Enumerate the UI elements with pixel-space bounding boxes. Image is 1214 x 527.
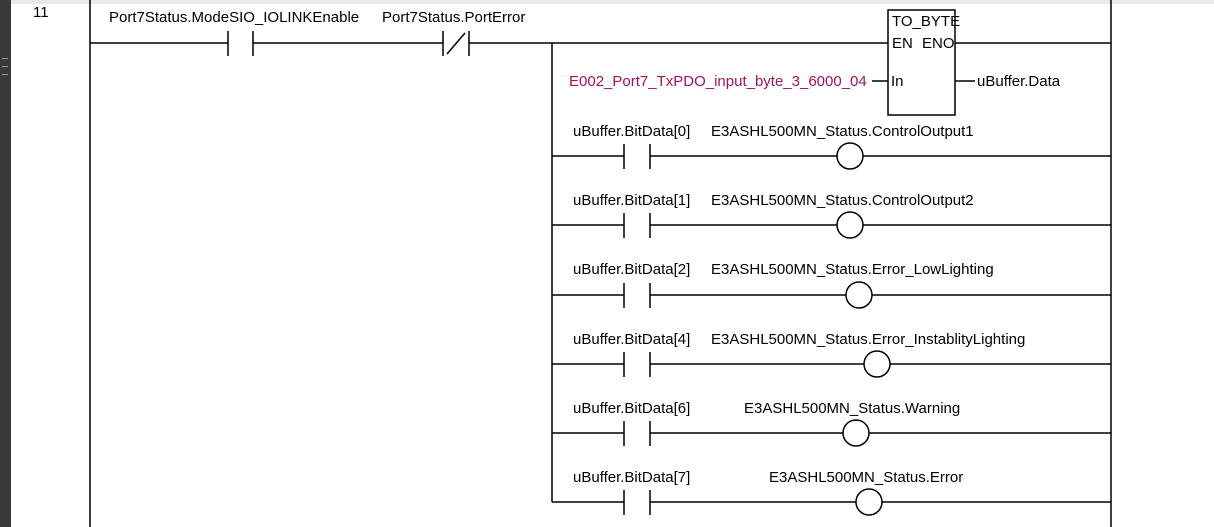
contact-bitdata-0[interactable] — [623, 144, 651, 169]
coil-warning[interactable] — [842, 419, 870, 447]
coil-warning-label: E3ASHL500MN_Status.Warning — [744, 400, 960, 417]
coil-controloutput1-label: E3ASHL500MN_Status.ControlOutput1 — [711, 123, 974, 140]
to-byte-en-pin: EN — [892, 35, 913, 52]
to-byte-function-block[interactable] — [887, 9, 956, 116]
contact-bitdata-6[interactable] — [623, 421, 651, 446]
contact-bitdata-0-label: uBuffer.BitData[0] — [573, 123, 690, 140]
contact-bitdata-2[interactable] — [623, 283, 651, 308]
contact-porterror-nc[interactable] — [442, 31, 470, 56]
top-rule — [11, 0, 1214, 4]
coil-error-lowlighting-label: E3ASHL500MN_Status.Error_LowLighting — [711, 261, 994, 278]
coil-error[interactable] — [855, 488, 883, 516]
coil-controloutput2-label: E3ASHL500MN_Status.ControlOutput2 — [711, 192, 974, 209]
contact-bitdata-7[interactable] — [623, 490, 651, 515]
to-byte-eno-pin: ENO — [922, 35, 955, 52]
contact-porterror-label: Port7Status.PortError — [382, 9, 525, 26]
coil-error-instablitylighting[interactable] — [863, 350, 891, 378]
coil-error-label: E3ASHL500MN_Status.Error — [769, 469, 963, 486]
to-byte-block-name: TO_BYTE — [892, 13, 960, 30]
contact-bitdata-6-label: uBuffer.BitData[6] — [573, 400, 690, 417]
contact-bitdata-1[interactable] — [623, 213, 651, 238]
editor-left-strip — [0, 0, 11, 527]
contact-bitdata-4[interactable] — [623, 352, 651, 377]
block-output-variable[interactable]: uBuffer.Data — [977, 73, 1061, 90]
coil-error-lowlighting[interactable] — [845, 281, 873, 309]
contact-bitdata-2-label: uBuffer.BitData[2] — [573, 261, 690, 278]
rung-number: 11 — [33, 4, 49, 21]
block-input-variable[interactable]: E002_Port7_TxPDO_input_byte_3_6000_04 — [569, 73, 867, 90]
to-byte-in-pin: In — [891, 73, 904, 90]
coil-error-instablitylighting-label: E3ASHL500MN_Status.Error_InstablityLight… — [711, 331, 1025, 348]
coil-controloutput2[interactable] — [836, 211, 864, 239]
coil-controloutput1[interactable] — [836, 142, 864, 170]
contact-bitdata-4-label: uBuffer.BitData[4] — [573, 331, 690, 348]
contact-bitdata-1-label: uBuffer.BitData[1] — [573, 192, 690, 209]
contact-bitdata-7-label: uBuffer.BitData[7] — [573, 469, 690, 486]
contact-modesio-iolinkenable-label: Port7Status.ModeSIO_IOLINKEnable — [109, 9, 359, 26]
contact-modesio-iolinkenable[interactable] — [227, 31, 254, 56]
